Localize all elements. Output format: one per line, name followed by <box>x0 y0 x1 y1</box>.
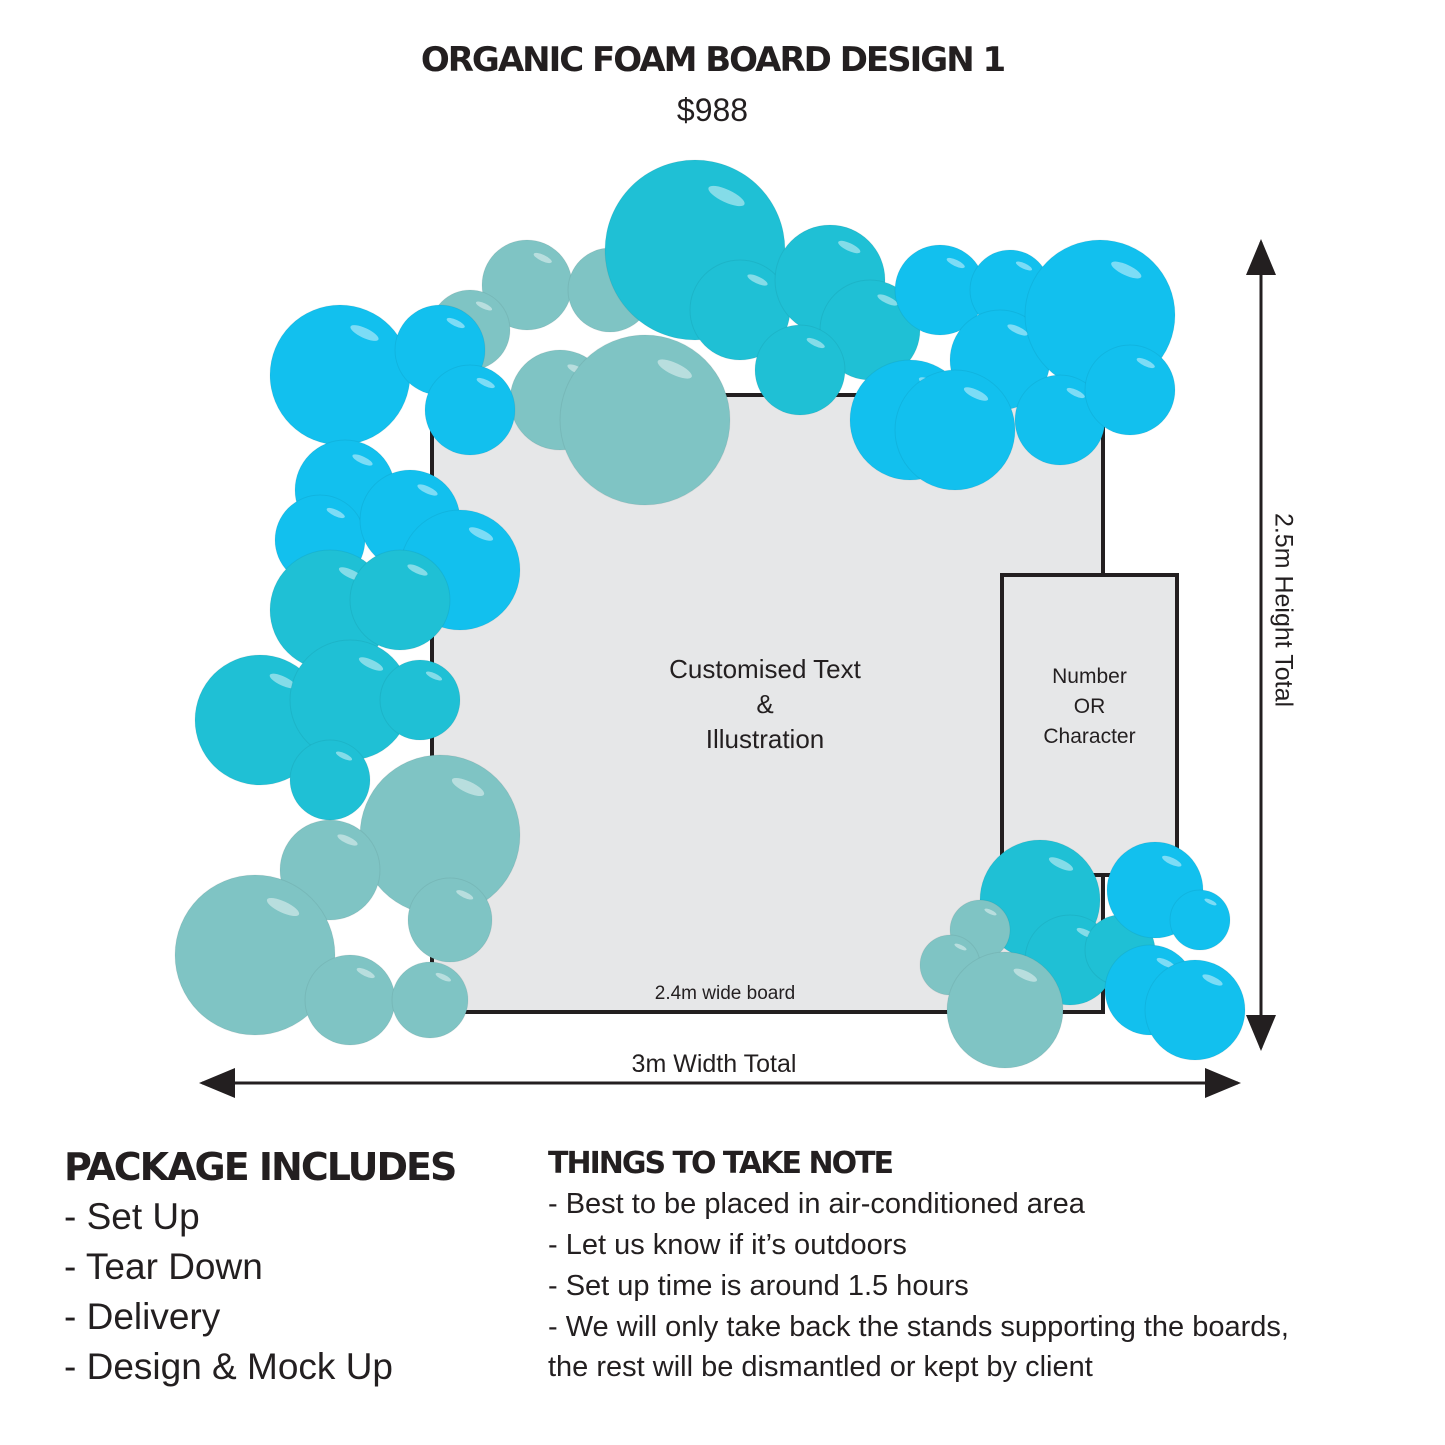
balloon <box>379 659 461 741</box>
character-text-line: Character <box>1043 725 1136 748</box>
character-board-text: Number OR Character <box>1002 662 1177 752</box>
balloon-highlight <box>747 274 768 286</box>
balloon-highlight <box>1111 261 1142 279</box>
price: $988 <box>676 92 749 128</box>
board-text-line: Illustration <box>705 724 825 754</box>
balloon <box>391 961 469 1039</box>
balloon-highlight <box>476 377 495 389</box>
balloon <box>289 739 371 821</box>
balloon-highlight <box>806 337 825 349</box>
balloon-highlight <box>358 657 384 671</box>
balloon-highlight <box>352 454 373 466</box>
balloon-highlight <box>356 967 375 979</box>
character-board <box>1000 573 1179 877</box>
board-text-line: & <box>756 689 774 719</box>
balloon <box>304 954 396 1046</box>
balloon-highlight <box>1007 324 1028 336</box>
balloon-highlight <box>451 777 485 797</box>
balloon-highlight <box>468 527 494 541</box>
balloon <box>1144 959 1246 1061</box>
character-text-line: OR <box>1073 695 1106 718</box>
balloon <box>559 334 731 506</box>
total-width-label: 3m Width Total <box>631 1050 797 1078</box>
balloon-highlight <box>984 908 997 916</box>
note-item: the rest will be dismantled or kept by c… <box>548 1351 1093 1383</box>
balloon-highlight <box>269 673 296 689</box>
balloon-highlight <box>475 301 493 311</box>
balloon-highlight <box>435 972 451 982</box>
balloon-highlight <box>446 317 465 329</box>
balloon-highlight <box>417 484 438 496</box>
balloon <box>269 304 411 446</box>
balloon <box>946 951 1064 1069</box>
balloon-garland <box>174 159 1246 1069</box>
balloon-highlight <box>1048 857 1074 871</box>
balloon-highlight <box>533 252 552 264</box>
balloon <box>754 324 846 416</box>
balloon <box>1084 344 1176 436</box>
board-text: Customised Text & Illustration <box>615 652 915 757</box>
balloon-highlight <box>1013 968 1037 982</box>
character-text-line: Number <box>1052 665 1127 688</box>
balloon-highlight <box>657 359 692 379</box>
notes-title: THINGS TO TAKE NOTE <box>548 1146 894 1181</box>
package-title: PACKAGE INCLUDES <box>64 1145 457 1189</box>
balloon-highlight <box>963 387 989 401</box>
balloon-highlight <box>946 257 965 269</box>
balloon-highlight <box>1066 387 1085 399</box>
note-item: - Best to be placed in air-conditioned a… <box>548 1188 1085 1220</box>
note-item: - We will only take back the stands supp… <box>548 1311 1289 1343</box>
balloon <box>424 364 516 456</box>
balloon-highlight <box>266 897 300 917</box>
balloon <box>349 549 451 651</box>
balloon-highlight <box>877 294 898 306</box>
balloon-highlight <box>425 671 443 681</box>
balloon-highlight <box>1162 855 1182 867</box>
balloon-highlight <box>1136 357 1155 369</box>
balloon <box>894 369 1016 491</box>
balloon-highlight <box>838 240 861 254</box>
balloon <box>174 874 336 1036</box>
balloon-highlight <box>708 185 745 207</box>
balloon-highlight <box>1204 898 1217 906</box>
package-item: - Tear Down <box>64 1246 263 1287</box>
package-item: - Set Up <box>64 1196 200 1237</box>
balloon-highlight <box>1015 261 1033 271</box>
page-title: ORGANIC FOAM BOARD DESIGN 1 <box>420 40 1006 80</box>
balloon <box>407 877 493 963</box>
balloon-highlight <box>350 325 379 341</box>
total-height-label: 2.5m Height Total <box>1269 512 1298 708</box>
balloon-highlight <box>1202 974 1223 986</box>
note-item: - Let us know if it’s outdoors <box>548 1229 907 1261</box>
balloon-highlight <box>337 834 358 846</box>
balloon-highlight <box>407 564 428 576</box>
package-item: - Design & Mock Up <box>64 1346 393 1387</box>
board-text-line: Customised Text <box>669 654 861 684</box>
balloon <box>1169 889 1231 951</box>
balloon-highlight <box>1156 957 1175 969</box>
balloon-highlight <box>335 751 353 761</box>
note-item: - Set up time is around 1.5 hours <box>548 1270 969 1302</box>
balloon-highlight <box>954 943 967 951</box>
package-item: - Delivery <box>64 1296 221 1337</box>
balloon-highlight <box>456 890 474 900</box>
board-width-label: 2.4m wide board <box>654 983 796 1004</box>
balloon-highlight <box>326 507 345 519</box>
